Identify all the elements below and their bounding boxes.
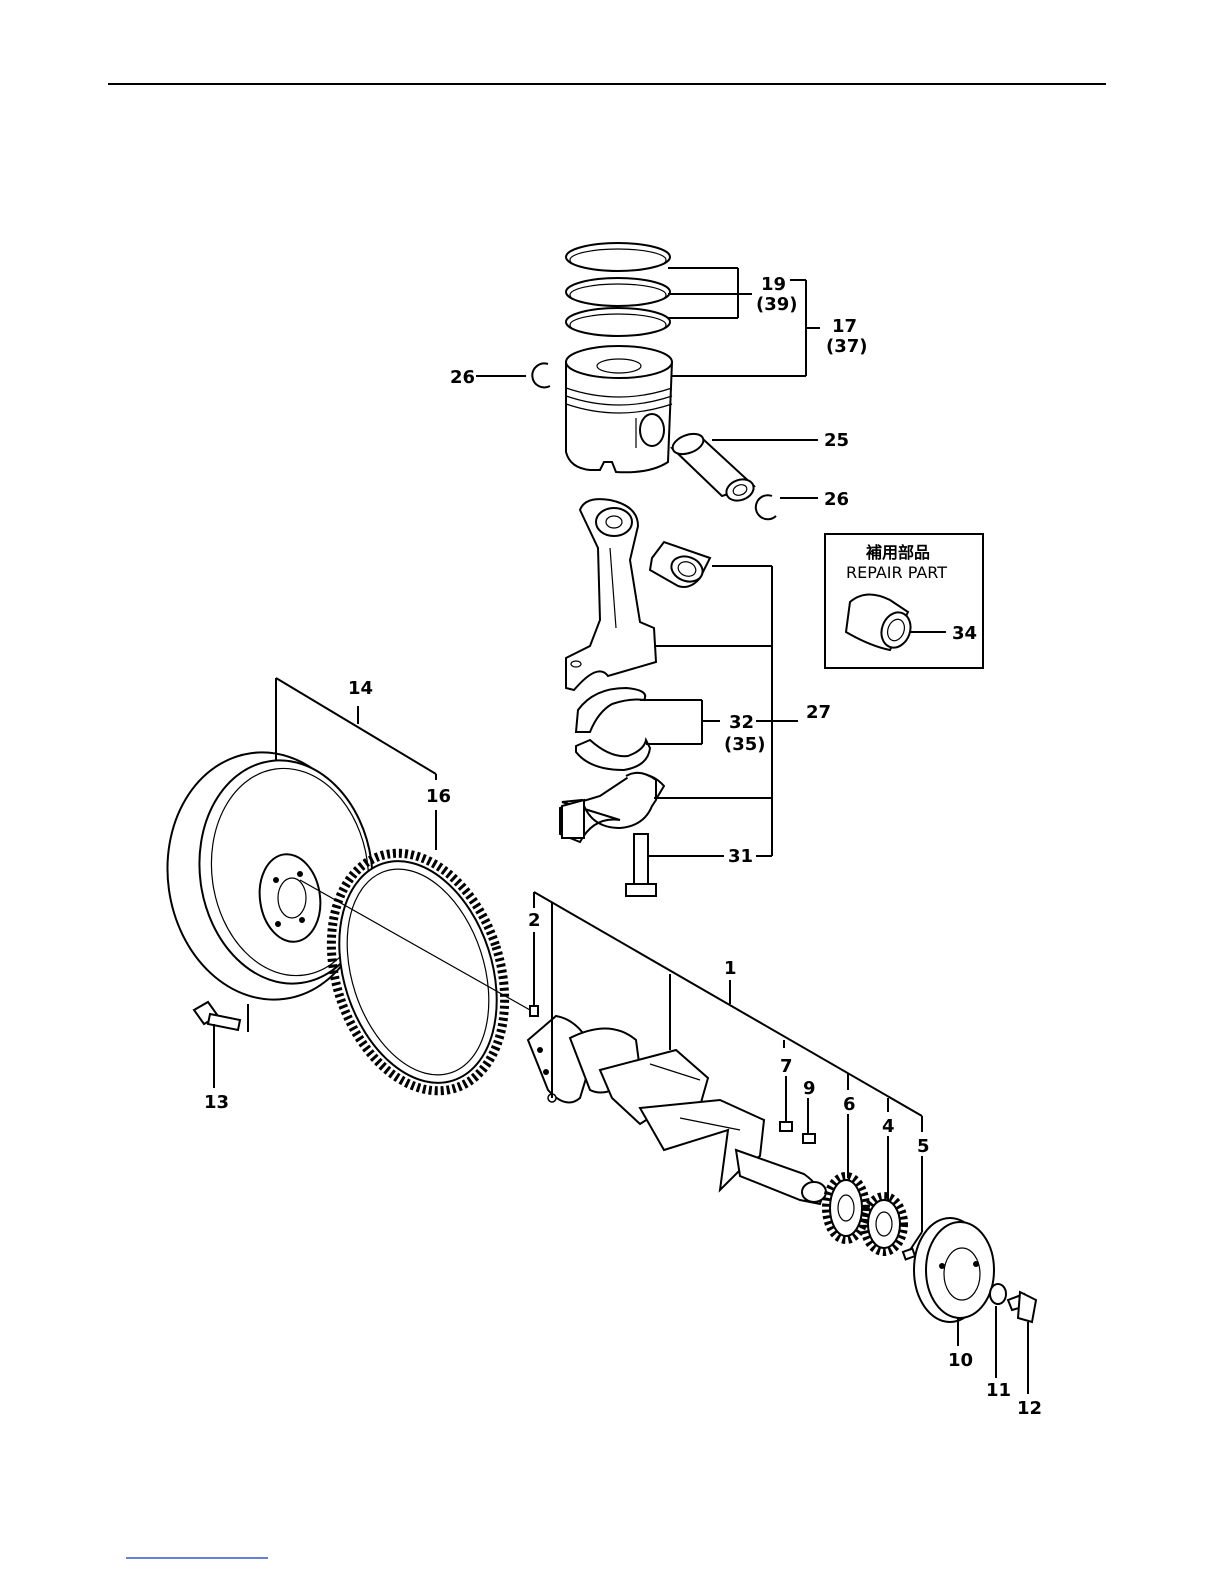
- circlip-right: [756, 495, 776, 519]
- callout-6: 6: [843, 1094, 856, 1115]
- crankshaft: [528, 1016, 826, 1204]
- repair-title-jp: 補用部品: [865, 543, 930, 562]
- callout-39: (39): [756, 294, 798, 315]
- callout-25: 25: [824, 430, 849, 451]
- callout-12: 12: [1017, 1398, 1042, 1419]
- callout-14: 14: [348, 678, 373, 699]
- callout-4: 4: [882, 1116, 895, 1137]
- callout-32: 32: [729, 712, 754, 733]
- callout-7: 7: [780, 1056, 793, 1077]
- key-7: [780, 1122, 792, 1131]
- rod-bolt: [626, 834, 656, 896]
- connecting-rod: [566, 499, 656, 690]
- callout-1: 1: [724, 958, 737, 979]
- crank-gear: [826, 1176, 866, 1240]
- piston: [566, 346, 672, 472]
- dowel-pin: [530, 1006, 538, 1016]
- callout-9: 9: [803, 1078, 816, 1099]
- piston-rings: [566, 243, 670, 336]
- callout-26-right: 26: [824, 489, 849, 510]
- pulley-bolt: [1008, 1292, 1036, 1322]
- callout-27: 27: [806, 702, 831, 723]
- key-9: [803, 1134, 815, 1143]
- oil-pump-gear: [864, 1196, 904, 1252]
- callout-16: 16: [426, 786, 451, 807]
- callout-19: 19: [761, 274, 786, 295]
- callout-10: 10: [948, 1350, 973, 1371]
- repair-title-en: REPAIR PART: [846, 563, 947, 582]
- circlip-left: [532, 363, 550, 387]
- callout-37: (37): [826, 336, 868, 357]
- connecting-rod-cap: [560, 773, 664, 842]
- callout-35: (35): [724, 734, 766, 755]
- flywheel-bolt: [194, 1002, 240, 1030]
- pin-5: [903, 1249, 915, 1260]
- callout-17: 17: [832, 316, 857, 337]
- callout-26-left: 26: [450, 367, 475, 388]
- washer: [990, 1284, 1006, 1304]
- piston-pin: [670, 430, 757, 504]
- callout-31: 31: [728, 846, 753, 867]
- bearing-shells: [576, 688, 650, 770]
- small-end-bushing: [650, 542, 710, 587]
- callout-5: 5: [917, 1136, 930, 1157]
- callout-11: 11: [986, 1380, 1011, 1401]
- callout-13: 13: [204, 1092, 229, 1113]
- callout-2: 2: [528, 910, 541, 931]
- crank-pulley: [914, 1218, 994, 1322]
- callout-34: 34: [952, 623, 977, 644]
